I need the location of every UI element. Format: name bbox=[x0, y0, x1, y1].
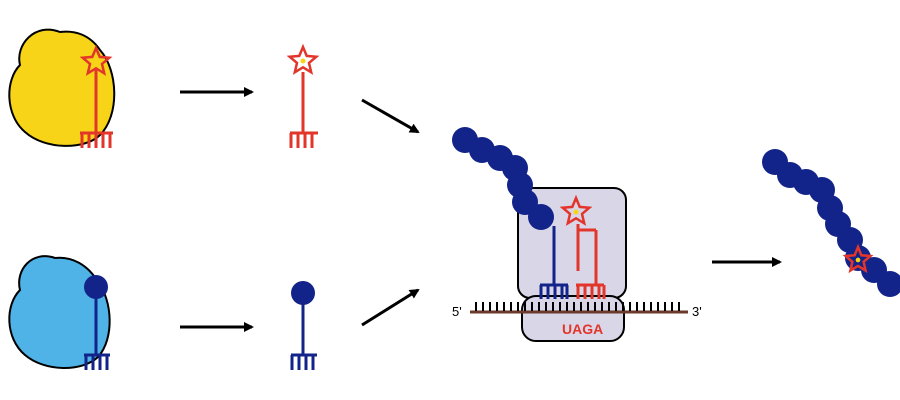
red-star-icon bbox=[842, 243, 874, 274]
star-center-dot bbox=[93, 59, 99, 65]
star-center-dot bbox=[573, 209, 579, 215]
free-dark-blue-trna bbox=[290, 281, 317, 370]
bound-dark-blue-trna bbox=[539, 226, 569, 299]
yellow-synthetase bbox=[8, 28, 116, 147]
five-prime-label: 5' bbox=[452, 304, 462, 319]
dark-blue-trna bbox=[84, 298, 110, 370]
dark-blue-amino-acid bbox=[84, 275, 108, 299]
arrow-bottom-2 bbox=[361, 288, 420, 327]
red-star-icon bbox=[559, 194, 593, 226]
red-star-icon bbox=[286, 43, 320, 75]
star-center-dot bbox=[300, 58, 306, 64]
uaga-codon-label: UAGA bbox=[562, 321, 603, 337]
dark-blue-amino-acid bbox=[291, 281, 315, 305]
bound-red-trna bbox=[576, 224, 606, 299]
star-center-dot bbox=[855, 257, 861, 263]
nascent-peptide-chain bbox=[452, 127, 554, 230]
arrow-top-2 bbox=[361, 98, 420, 134]
three-prime-label: 3' bbox=[692, 304, 702, 319]
blue-synthetase-complex bbox=[8, 255, 111, 370]
final-peptide-chain bbox=[762, 149, 900, 297]
mrna-strand bbox=[470, 302, 688, 314]
ribosome-small-subunit bbox=[521, 295, 625, 342]
free-red-trna bbox=[286, 43, 320, 148]
red-trna bbox=[80, 70, 113, 148]
yellow-synthetase-complex bbox=[8, 28, 116, 148]
red-star-icon bbox=[79, 44, 113, 76]
